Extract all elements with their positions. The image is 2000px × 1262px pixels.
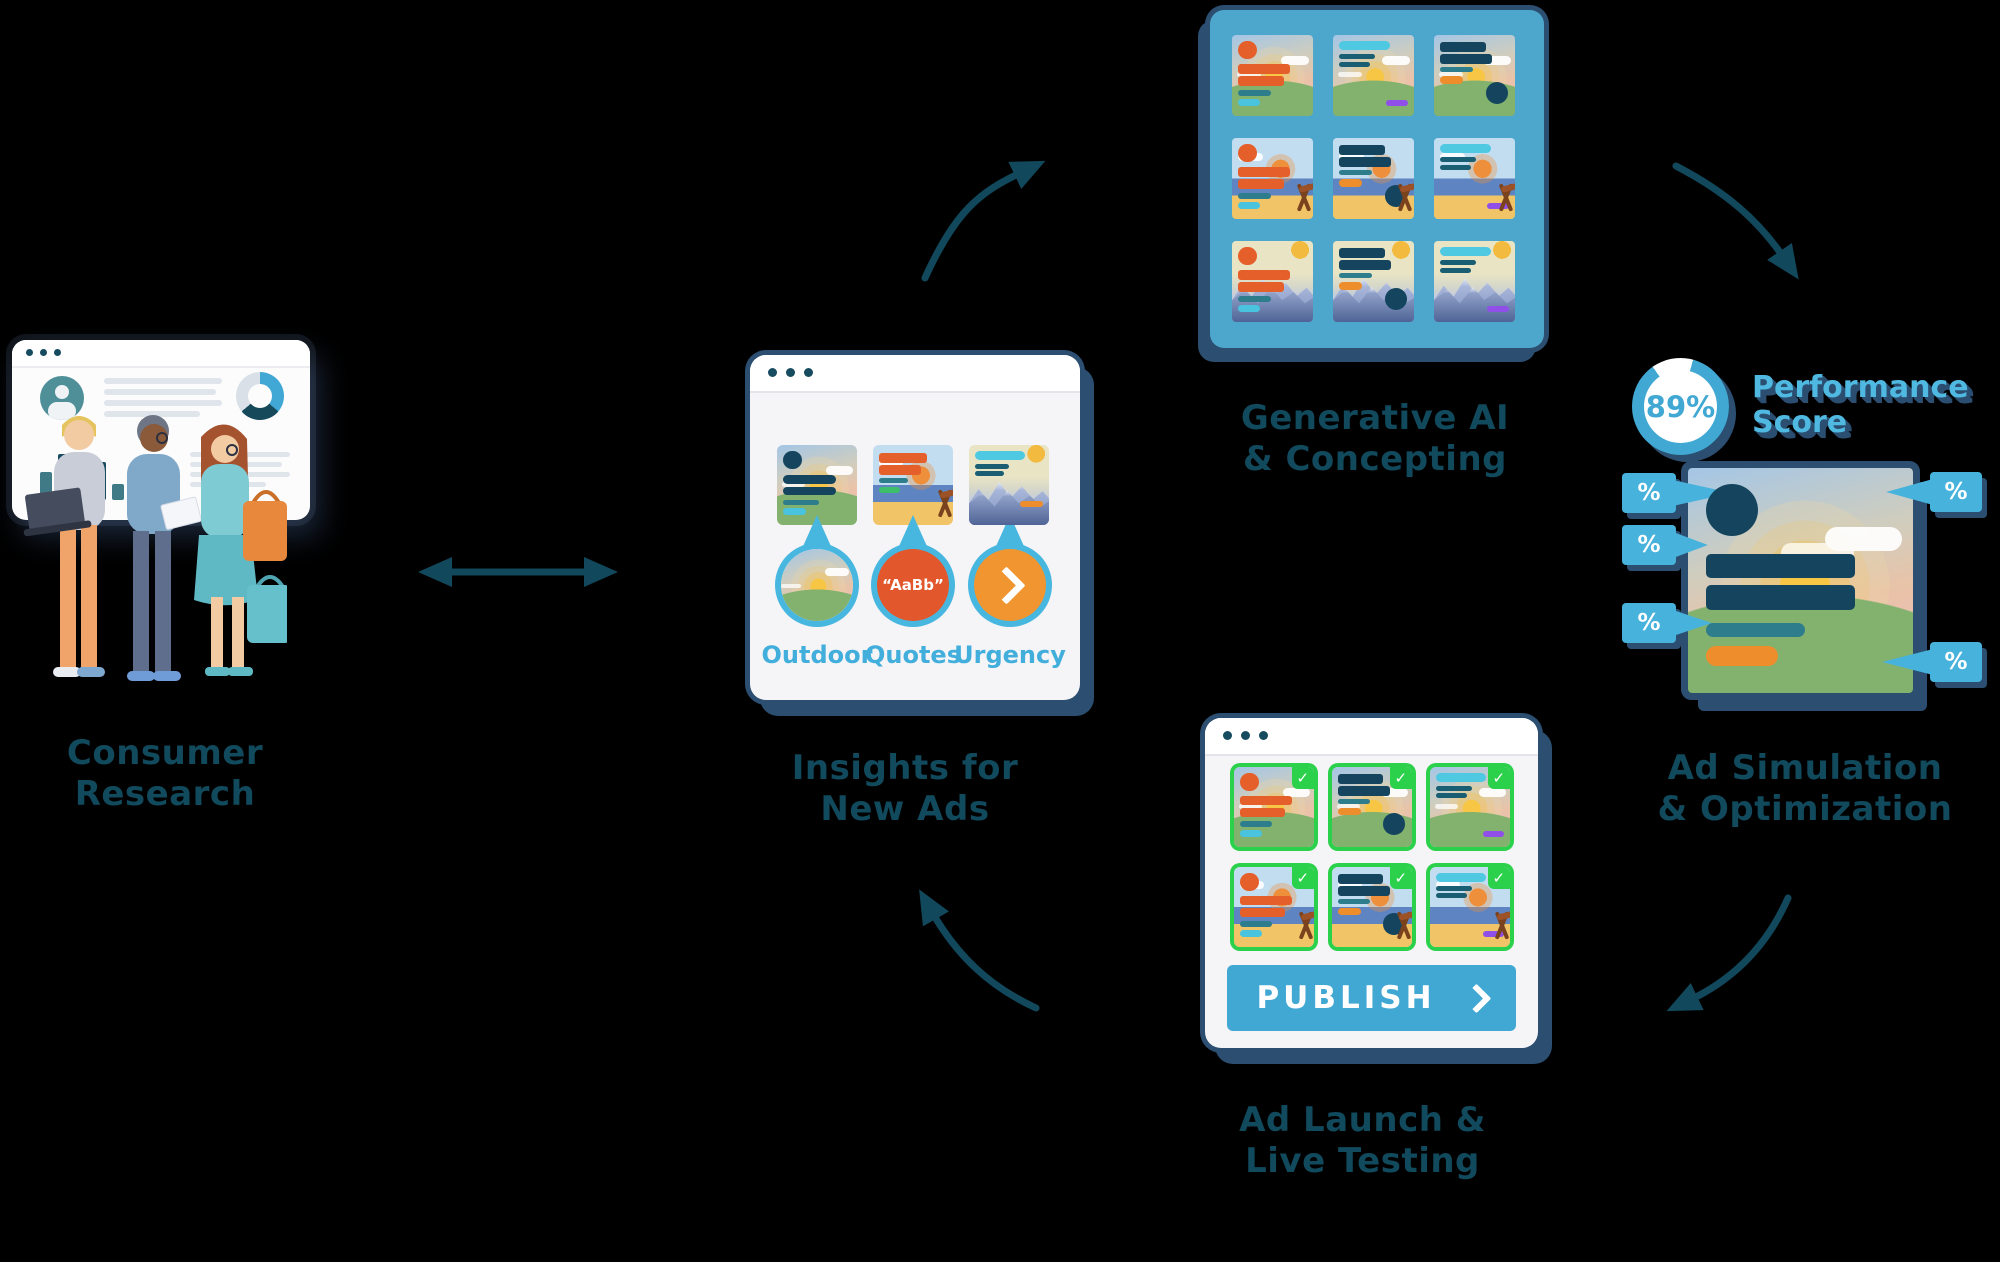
ad-thumbnail	[1430, 867, 1510, 947]
publish-button[interactable]: PUBLISH	[1227, 965, 1516, 1031]
arrow-simulation-to-launch-icon	[1666, 894, 1792, 1012]
quote-sample-text: “AaBb”	[882, 576, 944, 594]
ad-thumbnail	[1333, 35, 1414, 116]
percent-label: %	[1637, 532, 1661, 558]
ad-thumbnail	[1232, 241, 1313, 322]
sunrise-scene-icon	[781, 549, 853, 621]
consumer-research-illustration	[23, 415, 287, 681]
ad-thumbnail	[1434, 241, 1515, 322]
drop-label-urgency: Urgency	[954, 641, 1066, 669]
ad-thumbnail	[1332, 767, 1412, 847]
ad-thumbnail	[1232, 35, 1313, 116]
ad-thumbnail	[1332, 867, 1412, 947]
launch-label: Ad Launch & Live Testing	[1239, 1100, 1486, 1181]
percent-callout: %	[1622, 525, 1708, 565]
arrow-insights-to-generative-icon	[921, 160, 1046, 282]
ad-thumbnail	[1688, 468, 1913, 693]
simulated-ad-preview	[1688, 468, 1913, 693]
performance-score-badge: 89%	[1632, 358, 1729, 455]
arrow-generative-to-simulation-icon	[1672, 162, 1799, 280]
generative-ai-panel	[1210, 10, 1544, 348]
beach-chair-icon	[1298, 911, 1313, 940]
ad-thumbnail	[1234, 767, 1314, 847]
ad-thumbnail	[1333, 138, 1414, 219]
window-controls	[768, 368, 813, 377]
insights-label: Insights for New Ads	[791, 748, 1019, 829]
insight-drop-outdoor	[775, 515, 859, 627]
arrow-launch-to-insights-icon	[919, 889, 1040, 1012]
ad-thumbnail	[1434, 138, 1515, 219]
text-lines	[104, 378, 222, 417]
ad-thumbnail	[777, 445, 857, 525]
ad-thumbnail	[1430, 767, 1510, 847]
ad-thumbnail	[969, 445, 1049, 525]
beach-chair-icon	[1297, 182, 1312, 212]
chevron-right-icon	[986, 565, 1026, 605]
ad-thumbnail	[1232, 138, 1313, 219]
insights-window	[750, 355, 1080, 700]
ad-thumbnail	[1333, 241, 1414, 322]
ad-thumbnail	[873, 445, 953, 525]
percent-callout: %	[1622, 603, 1712, 643]
insight-drop-urgency	[968, 515, 1052, 627]
percent-label: %	[1944, 479, 1968, 505]
ad-thumbnail	[1234, 867, 1314, 947]
percent-label: %	[1944, 649, 1968, 675]
score-value: 89%	[1645, 389, 1716, 424]
donut-chart-icon	[236, 372, 284, 420]
insight-ad-list	[777, 445, 1049, 525]
percent-callout: %	[1886, 472, 1982, 512]
window-controls	[26, 349, 61, 356]
performance-score-title: Performance Score	[1752, 370, 1969, 441]
drop-label-quotes: Quotes	[864, 641, 961, 669]
percent-callout: %	[1882, 642, 1982, 682]
generative-label: Generative AI & Concepting	[1240, 398, 1510, 479]
chevron-right-icon	[1461, 983, 1491, 1013]
window-controls	[1223, 731, 1268, 740]
publish-button-label: PUBLISH	[1256, 980, 1436, 1016]
generated-ad-grid	[1232, 35, 1515, 322]
consumer-research-label: Consumer Research	[66, 733, 264, 814]
ad-thumbnail	[1434, 35, 1515, 116]
beach-chair-icon	[937, 489, 952, 518]
percent-callout: %	[1622, 473, 1732, 513]
approved-ad-grid	[1234, 767, 1510, 947]
percent-label: %	[1637, 610, 1661, 636]
drop-label-outdoor: Outdoor	[761, 641, 873, 669]
percent-label: %	[1637, 480, 1661, 506]
window-titlebar	[12, 340, 310, 368]
insight-drop-quotes: “AaBb”	[871, 515, 955, 627]
user-avatar-icon	[40, 376, 84, 420]
simulation-label: Ad Simulation & Optimization	[1657, 748, 1953, 829]
